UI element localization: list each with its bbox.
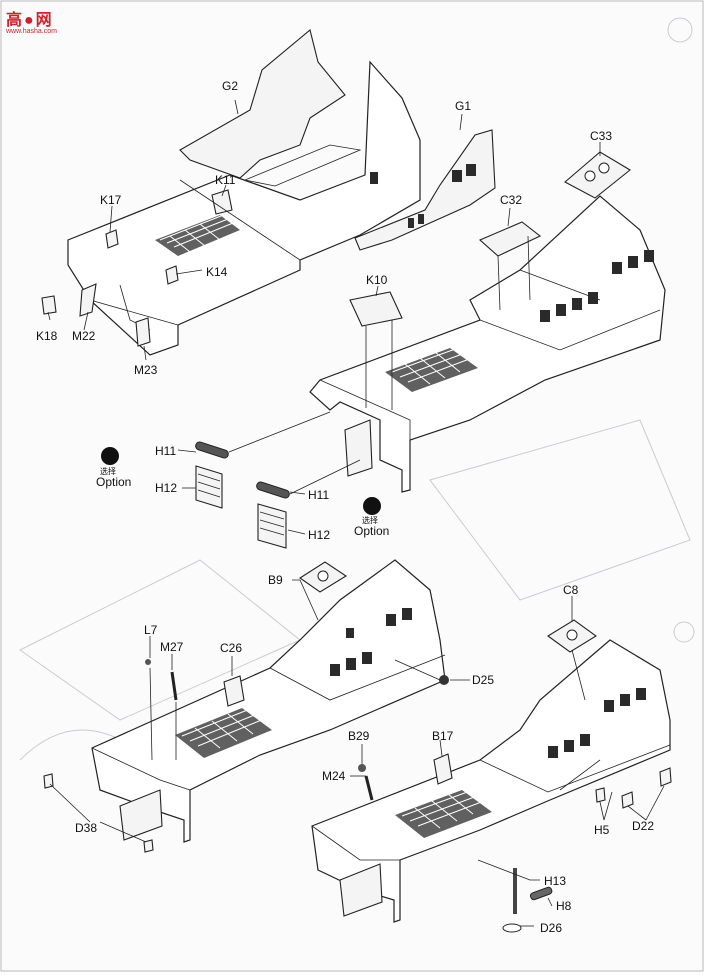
part-k18 bbox=[41, 295, 57, 315]
step1-assembly bbox=[41, 29, 496, 361]
label-d38: D38 bbox=[75, 821, 97, 835]
label-k10: K10 bbox=[366, 273, 388, 287]
label-h5: H5 bbox=[594, 823, 610, 837]
hull-lower-right bbox=[311, 639, 671, 923]
engine-grille-4 bbox=[395, 790, 492, 838]
part-k11 bbox=[211, 189, 233, 215]
label-m27: M27 bbox=[160, 640, 184, 654]
hull-upper-body bbox=[67, 60, 421, 356]
part-b29 bbox=[358, 764, 366, 772]
part-h13 bbox=[513, 868, 517, 914]
part-c33-plate bbox=[564, 151, 631, 199]
label-k11: K11 bbox=[215, 173, 236, 187]
option-cn-right: 选择 bbox=[362, 515, 378, 525]
label-h13: H13 bbox=[544, 874, 566, 888]
part-l7 bbox=[145, 659, 151, 665]
part-c32-plate bbox=[478, 221, 542, 257]
engine-grille-3 bbox=[175, 708, 272, 758]
label-h11-lower: H11 bbox=[308, 488, 329, 502]
label-c32: C32 bbox=[500, 193, 522, 207]
label-d22: D22 bbox=[632, 819, 654, 833]
hull-mid-body bbox=[309, 195, 666, 493]
part-k10-plate bbox=[349, 291, 403, 327]
part-h8 bbox=[529, 886, 553, 901]
part-g1-panel bbox=[354, 129, 496, 251]
label-c33: C33 bbox=[590, 129, 612, 143]
label-h11-upper: H11 bbox=[155, 444, 176, 458]
label-b17: B17 bbox=[432, 729, 454, 743]
step2-assembly bbox=[177, 142, 666, 549]
label-h12-upper: H12 bbox=[155, 481, 177, 495]
part-h5-a bbox=[595, 787, 606, 803]
part-m23 bbox=[135, 317, 151, 347]
label-d26: D26 bbox=[540, 921, 562, 935]
label-b29: B29 bbox=[348, 729, 370, 743]
label-b9: B9 bbox=[268, 573, 283, 587]
part-d38-b bbox=[143, 839, 154, 853]
label-m23: M23 bbox=[134, 363, 158, 377]
part-g2-panel bbox=[179, 29, 346, 179]
part-h12-upper bbox=[195, 465, 223, 509]
option-note-left: 选择 Option bbox=[96, 466, 131, 489]
label-k18: K18 bbox=[36, 329, 58, 343]
part-b17 bbox=[433, 753, 453, 785]
watermark-logo: 高●网 www.hasha.com bbox=[4, 6, 70, 40]
watermark-url: www.hasha.com bbox=[6, 28, 57, 35]
part-d26 bbox=[502, 923, 522, 933]
label-c8: C8 bbox=[563, 583, 579, 597]
label-g1: G1 bbox=[455, 99, 471, 113]
label-k17: K17 bbox=[100, 193, 122, 207]
label-h8: H8 bbox=[556, 899, 572, 913]
label-m22: M22 bbox=[72, 329, 96, 343]
label-c26: C26 bbox=[220, 641, 242, 655]
engine-grille bbox=[155, 213, 240, 256]
label-g2: G2 bbox=[222, 79, 238, 93]
part-m24 bbox=[364, 775, 374, 801]
part-m27 bbox=[170, 671, 178, 701]
part-h11-upper bbox=[195, 441, 229, 459]
option-note-right: 选择 Option bbox=[354, 515, 389, 538]
label-k14: K14 bbox=[206, 265, 228, 279]
part-c26 bbox=[223, 675, 245, 707]
option-icon-right: ? bbox=[363, 497, 381, 515]
hull-lower-left bbox=[91, 559, 446, 843]
step3-assembly bbox=[43, 559, 470, 853]
part-d25 bbox=[439, 675, 449, 685]
part-m22 bbox=[79, 283, 97, 317]
label-l7: L7 bbox=[144, 623, 158, 637]
label-h12-lower: H12 bbox=[308, 528, 330, 542]
part-h11-lower bbox=[256, 481, 290, 499]
label-m24: M24 bbox=[322, 769, 346, 783]
watermark-title: 高●网 bbox=[6, 12, 54, 29]
part-labels: G2 G1 K11 K17 K14 K18 M22 M23 C33 C32 K1… bbox=[36, 79, 654, 935]
step4-assembly bbox=[311, 596, 672, 933]
engine-grille-2 bbox=[385, 347, 478, 392]
label-d25: D25 bbox=[472, 673, 494, 687]
option-en-left: Option bbox=[96, 475, 131, 489]
part-h12-lower bbox=[257, 503, 287, 549]
option-cn-left: 选择 bbox=[100, 466, 116, 476]
option-en-right: Option bbox=[354, 524, 389, 538]
option-icon-left: ? bbox=[101, 447, 119, 465]
part-d22-a bbox=[621, 791, 634, 809]
svg-text:?: ? bbox=[369, 501, 376, 513]
svg-text:?: ? bbox=[107, 451, 114, 463]
part-k14 bbox=[165, 265, 179, 285]
part-k17 bbox=[105, 229, 119, 249]
part-d22-b bbox=[659, 767, 672, 787]
